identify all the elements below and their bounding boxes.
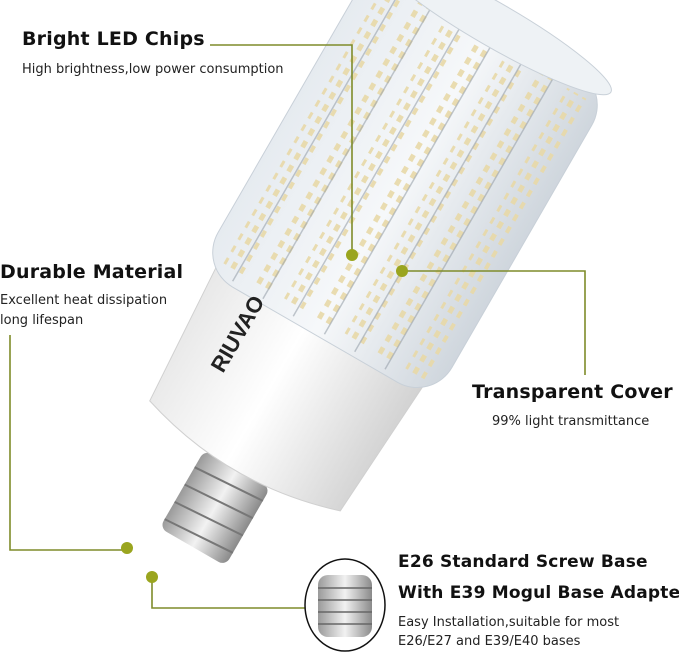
mogul-adapter xyxy=(318,575,372,637)
white-base xyxy=(149,256,430,512)
callout-dot xyxy=(346,249,358,261)
callout-desc-transparent: 99% light transmittance xyxy=(492,414,650,429)
callout-lines xyxy=(9,44,586,609)
callout-desc-bright-led: High brightness,low power consumption xyxy=(22,62,284,77)
callout-desc-screw-1: Easy Installation,suitable for most xyxy=(398,615,620,630)
callout-title-transparent: Transparent Cover xyxy=(472,381,673,403)
callout-desc-durable-2: long lifespan xyxy=(0,313,84,328)
callout-desc-durable-1: Excellent heat dissipation xyxy=(0,293,168,308)
callout-desc-screw-2: E26/E27 and E39/E40 bases xyxy=(398,634,581,649)
callout-dot xyxy=(396,265,408,277)
callout-title-screw-1: E26 Standard Screw Base xyxy=(398,552,648,572)
callout-title-durable: Durable Material xyxy=(0,261,184,283)
callout-dot xyxy=(121,542,133,554)
callout-title-screw-2: With E39 Mogul Base Adapter xyxy=(398,583,679,603)
callout-dot xyxy=(146,571,158,583)
bulb: RIUVAO xyxy=(149,0,612,563)
callout-title-bright-led: Bright LED Chips xyxy=(22,28,205,50)
